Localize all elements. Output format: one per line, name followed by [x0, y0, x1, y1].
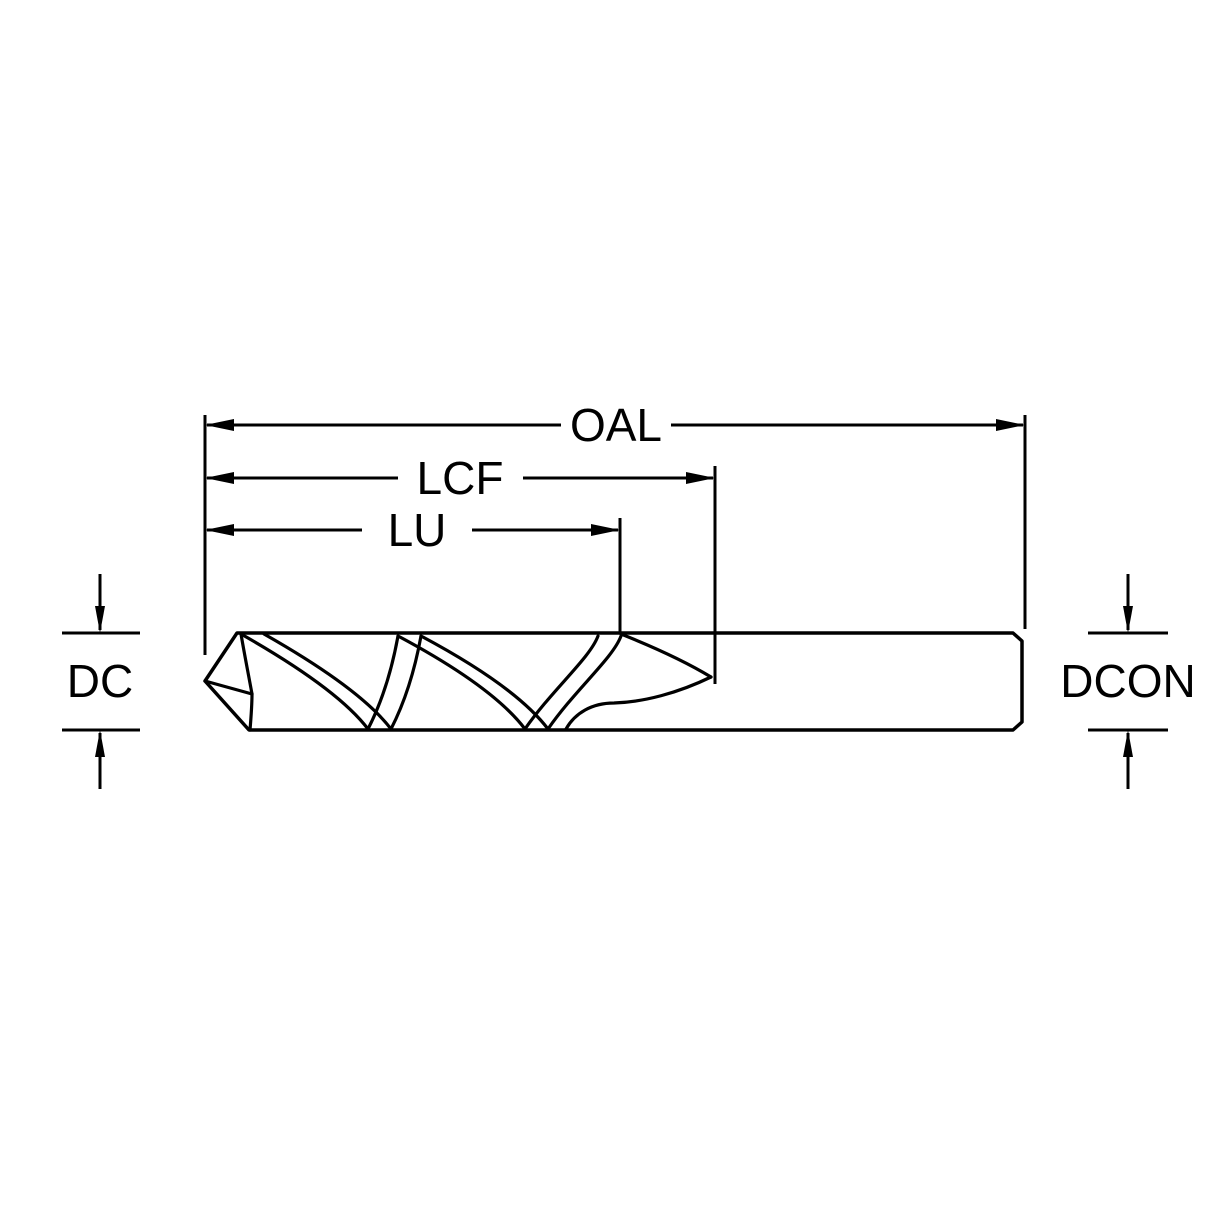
dimension-lu: LU [205, 504, 622, 632]
lcf-label: LCF [417, 452, 504, 504]
flute-land-curve [546, 634, 623, 731]
drill-point-facet-line-upper [239, 632, 254, 696]
arrowhead-right [996, 419, 1025, 431]
drill-outline [203, 631, 1024, 732]
arrowhead-down [1123, 606, 1133, 633]
oal-label: OAL [570, 399, 662, 451]
arrowhead-left [205, 524, 234, 536]
arrowhead-left [205, 472, 234, 484]
arrowhead-up [95, 730, 105, 757]
lu-label: LU [388, 504, 447, 556]
arrowhead-left [205, 419, 234, 431]
arrowhead-right [686, 472, 715, 484]
flute-helix-curve [262, 632, 393, 731]
flute-runout-lower-curve [564, 675, 713, 731]
flute-land-curve [389, 634, 423, 731]
drill-point-chisel-line [203, 679, 254, 696]
flute-runout-upper-curve [619, 632, 713, 679]
dimension-dc: DC [62, 574, 140, 789]
flute-land-curve [523, 634, 600, 731]
flute-helix-curve [239, 632, 370, 731]
drill-body [203, 631, 1024, 732]
arrowhead-down [95, 606, 105, 633]
drill-point-facet-line-lower [248, 692, 254, 732]
dimension-oal: OAL [203, 399, 1027, 655]
arrowhead-up [1123, 730, 1133, 757]
dc-label: DC [67, 655, 133, 707]
flute-helix-curve [419, 634, 550, 731]
dimension-dcon: DCON [1060, 574, 1196, 789]
dimension-lcf: LCF [205, 452, 717, 684]
flute-land-curve [366, 634, 400, 731]
arrowhead-right [591, 524, 620, 536]
dcon-label: DCON [1060, 655, 1195, 707]
